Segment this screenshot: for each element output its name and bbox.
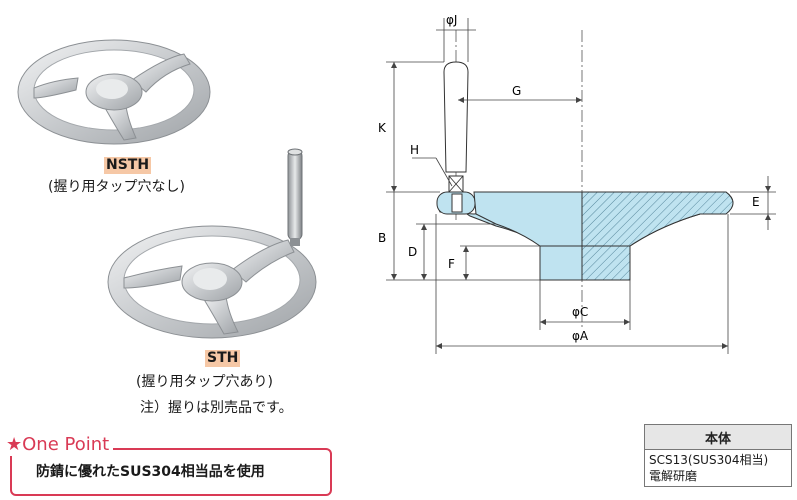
sth-handwheel-image [107, 148, 317, 339]
material-table-header: 本体 [644, 424, 792, 450]
dim-F-label: F [448, 257, 455, 271]
dim-G-label: G [512, 84, 521, 98]
nsth-model-tag: NSTH [104, 157, 152, 174]
dim-B-label: B [378, 231, 386, 245]
dim-A-label: φA [572, 329, 589, 343]
one-point-box [10, 448, 332, 496]
dim-J-label: φJ [446, 13, 457, 27]
sth-caption: (握り用タップ穴あり) [136, 374, 273, 390]
dim-K-label: K [378, 121, 387, 135]
material-line-1: SCS13(SUS304相当) [649, 453, 769, 467]
sth-note: 注）握りは別売品です。 [140, 400, 293, 416]
one-point-text: 防錆に優れたSUS304相当品を使用 [36, 464, 265, 480]
dim-E-label: E [752, 195, 760, 209]
dim-H-label: H [410, 143, 419, 157]
sth-model-tag: STH [205, 350, 241, 367]
one-point-title: ★One Point [4, 434, 114, 456]
nsth-handwheel-image [17, 39, 211, 145]
material-table-body: SCS13(SUS304相当) 電解研磨 [644, 449, 792, 487]
cross-section-drawing: φJ G K H B D F [378, 13, 776, 354]
material-line-2: 電解研磨 [649, 469, 698, 483]
material-table: 本体 SCS13(SUS304相当) 電解研磨 [644, 424, 792, 487]
nsth-caption: (握り用タップ穴なし) [48, 179, 185, 195]
dim-D-label: D [408, 245, 417, 259]
dim-C-label: φC [572, 305, 588, 319]
